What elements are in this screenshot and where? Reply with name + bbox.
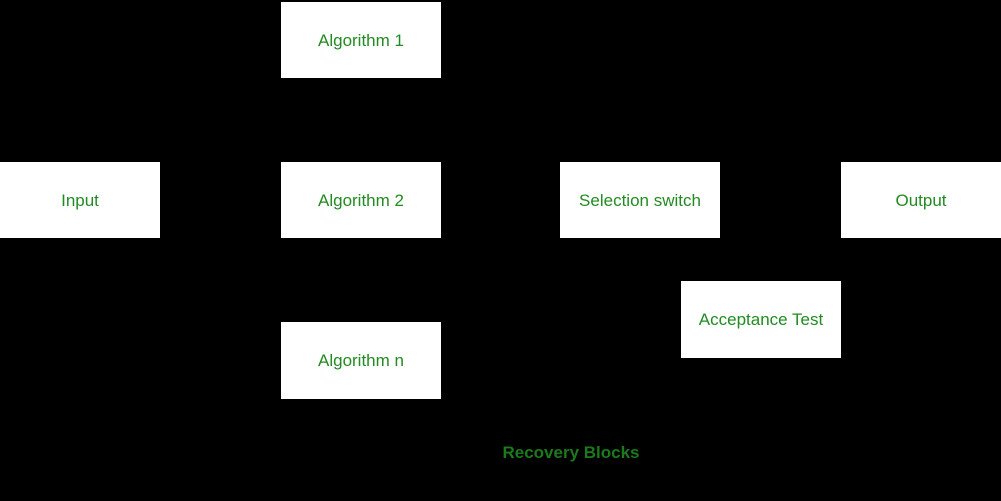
box-label: Algorithm 2: [318, 190, 404, 210]
diagram-box-algorithm-n: Algorithm n: [281, 322, 441, 399]
diagram-box-acceptance-test: Acceptance Test: [681, 281, 841, 358]
diagram-box-algorithm-2: Algorithm 2: [281, 162, 441, 238]
box-label: Input: [61, 190, 99, 210]
diagram-box-input: Input: [0, 162, 160, 238]
diagram-box-selection-switch: Selection switch: [560, 162, 720, 238]
box-label: Acceptance Test: [698, 310, 824, 329]
box-label: Selection switch: [579, 190, 701, 210]
diagram-caption: Recovery Blocks: [502, 443, 640, 462]
box-label: Algorithm 1: [318, 30, 404, 50]
box-label: Algorithm n: [318, 351, 404, 370]
diagram-box-algorithm-1: Algorithm 1: [281, 2, 441, 78]
box-label: Output: [895, 190, 947, 210]
diagram-box-output: Output: [841, 162, 1001, 238]
